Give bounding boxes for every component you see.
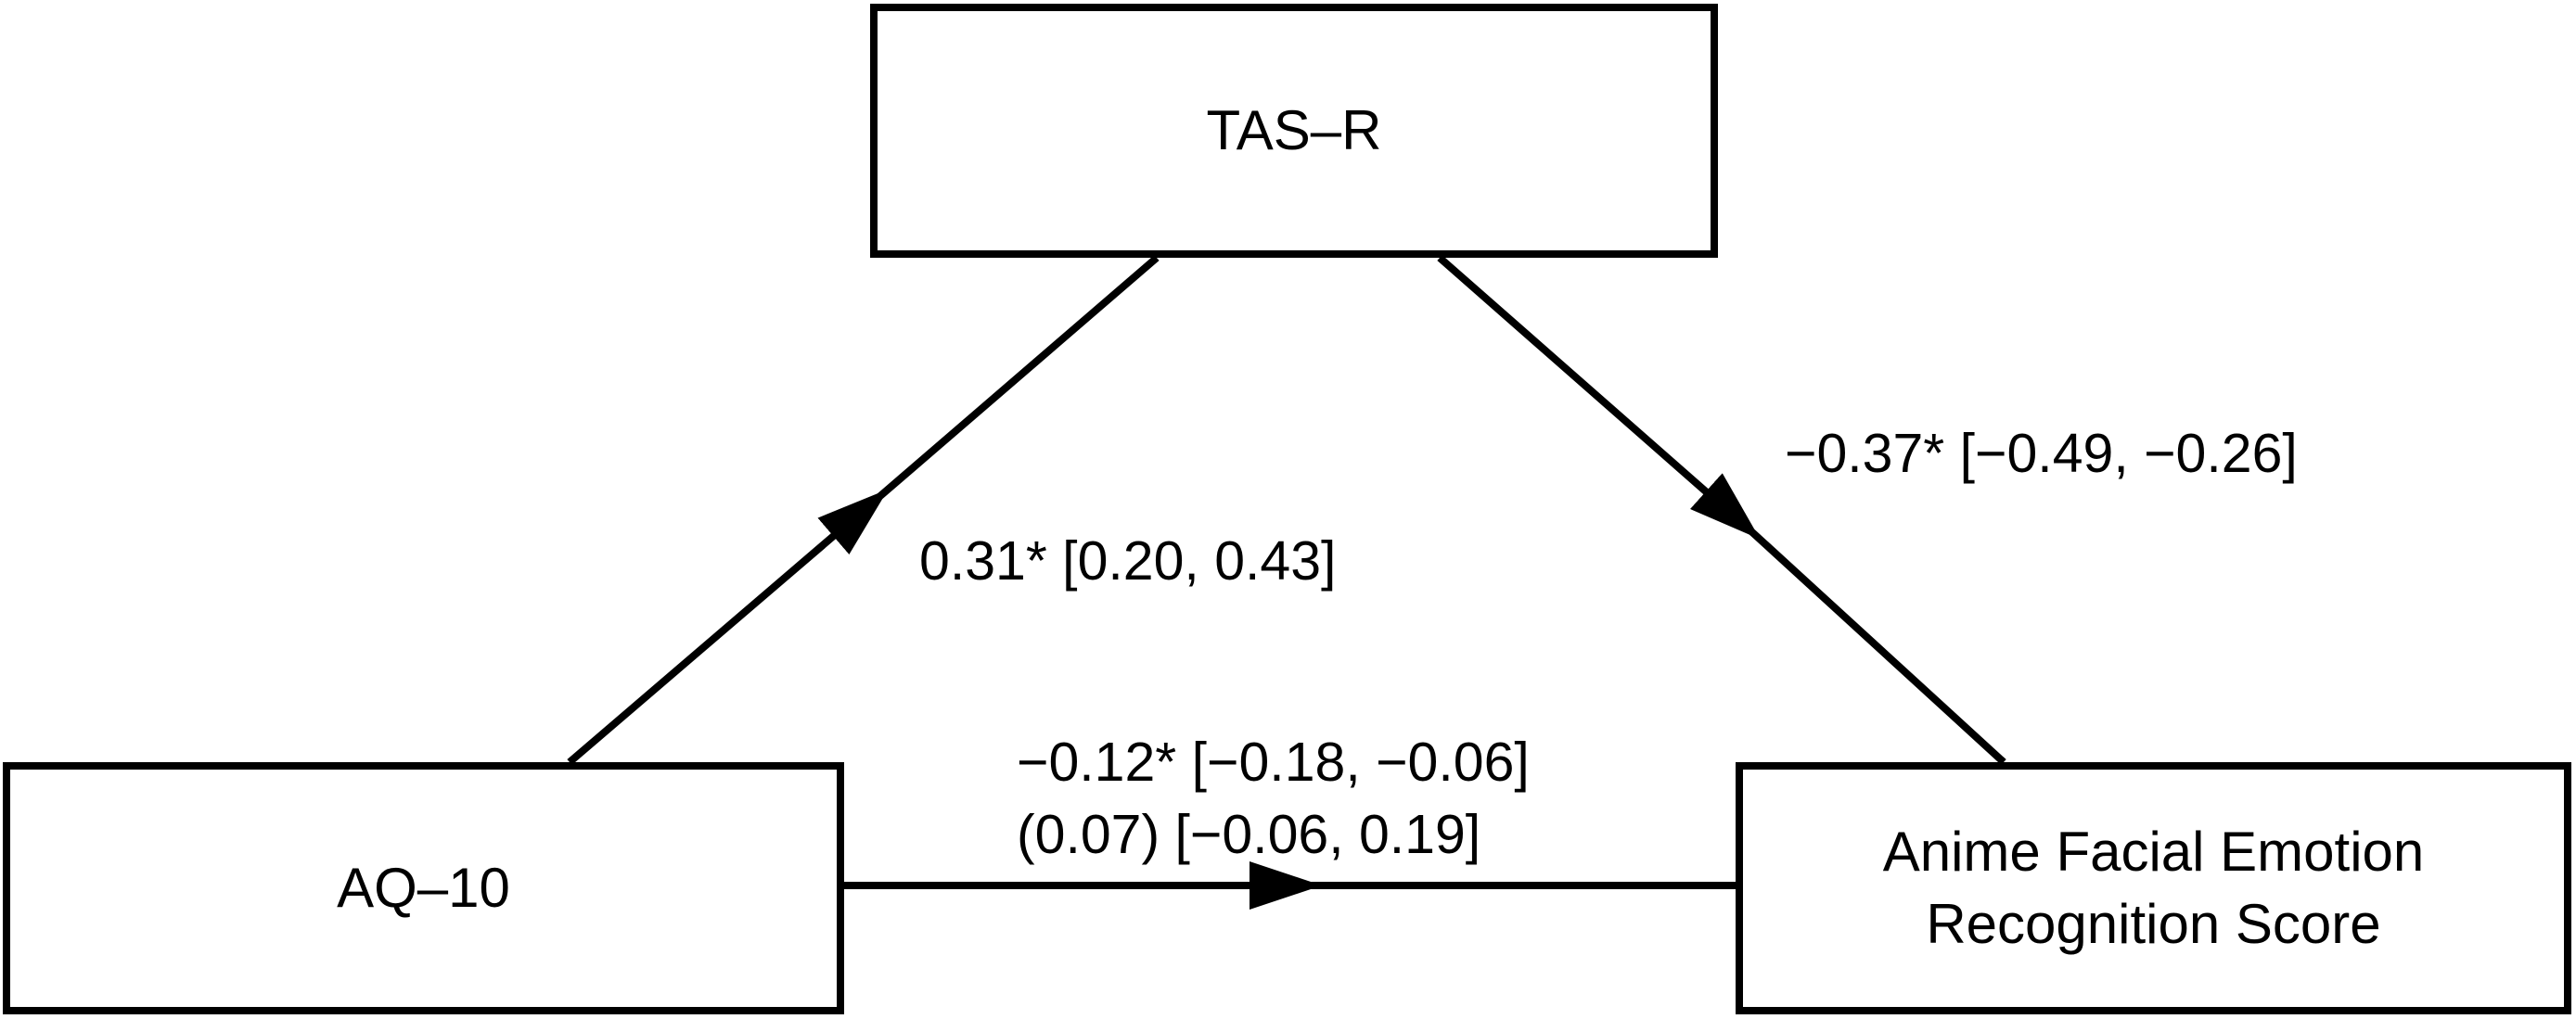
node-aq-10: AQ–10	[3, 762, 844, 1014]
node-aq-10-label: AQ–10	[337, 857, 510, 919]
a-path-arrow	[567, 254, 1160, 766]
b-path-arrow	[1437, 254, 2006, 765]
node-outcome-label-line1: Anime Facial Emotion	[1882, 821, 2425, 883]
c-path-direct-effect-label: −0.12* [−0.18, −0.06]	[1017, 732, 1530, 793]
node-outcome-label: Anime Facial Emotion Recognition Score	[1883, 816, 2425, 961]
c-path-total-effect-label: (0.07) [−0.06, 0.19]	[1017, 804, 1481, 865]
node-outcome-label-line2: Recognition Score	[1926, 893, 2381, 955]
b-path-coefficient-label: −0.37* [−0.49, −0.26]	[1785, 423, 2298, 484]
node-tas-r-label: TAS–R	[1206, 99, 1382, 161]
node-tas-r: TAS–R	[870, 4, 1718, 258]
a-path-coefficient-label: 0.31* [0.20, 0.43]	[919, 530, 1337, 592]
node-anime-facial-emotion-recognition-score: Anime Facial Emotion Recognition Score	[1736, 762, 2571, 1014]
c-path-coefficient-label: −0.12* [−0.18, −0.06] (0.07) [−0.06, 0.1…	[1017, 726, 1530, 871]
